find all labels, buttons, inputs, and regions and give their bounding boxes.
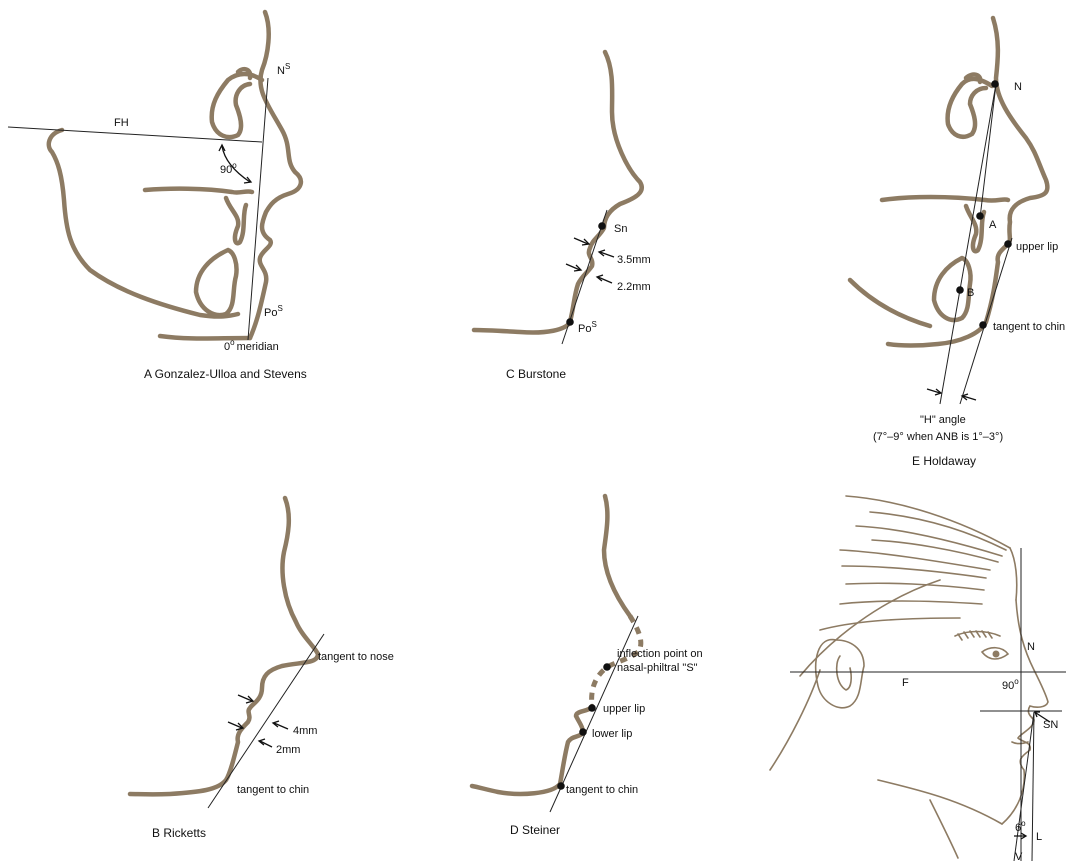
eye-orbit-a <box>212 74 262 137</box>
holdaway-n-a-line <box>980 84 996 218</box>
point-pos-c <box>566 318 574 326</box>
point-upper-lip-e <box>1004 240 1012 248</box>
l-line <box>1032 712 1034 861</box>
label-h-angle-range: (7°–9° when ANB is 1°–3°) <box>873 431 1003 443</box>
hair-strands <box>800 496 1017 676</box>
ear-f <box>816 640 864 708</box>
caption-b: B Ricketts <box>152 826 206 840</box>
label-b-e: B <box>967 287 974 299</box>
ricketts-e-line <box>208 634 324 808</box>
label-a-e: A <box>989 219 997 231</box>
label-lower-lip-d: lower lip <box>592 728 632 740</box>
label-l: L <box>1036 831 1042 843</box>
point-upper-lip-d <box>588 704 596 712</box>
lips-f <box>1012 742 1028 744</box>
profile-dashed-d <box>592 616 641 706</box>
palate-e <box>882 197 1008 201</box>
point-sn-c <box>598 222 606 230</box>
label-90-f: 90o <box>1002 677 1019 692</box>
ramus-e <box>934 258 971 320</box>
profile-outline-a <box>250 12 301 338</box>
neck-f <box>770 670 820 770</box>
skull-a <box>49 130 238 317</box>
point-lower-lip-d <box>579 728 587 736</box>
face-profile-f <box>1002 600 1048 824</box>
profile-outline-d-lower <box>472 706 592 794</box>
eye-orbit-e <box>948 79 992 137</box>
point-tangent-chin-d <box>557 782 565 790</box>
teeth-a <box>226 198 246 243</box>
label-f: F <box>902 677 909 689</box>
label-2mm: 2mm <box>276 744 300 756</box>
label-tangent-chin-b: tangent to chin <box>237 784 309 796</box>
label-tangent-chin-e: tangent to chin <box>993 321 1065 333</box>
label-sn-f: SN <box>1043 719 1058 731</box>
ramus-a <box>196 250 237 315</box>
palate-a <box>145 189 252 193</box>
jaw-a <box>160 336 250 339</box>
label-pos-c: PoS <box>578 320 597 335</box>
arrows-e <box>927 389 976 400</box>
point-n-e <box>991 80 999 88</box>
skull-e <box>850 280 930 326</box>
label-tangent-chin-d: tangent to chin <box>566 784 638 796</box>
label-2-2mm: 2.2mm <box>617 281 651 293</box>
panel-f: N F 90o SN 6o L V <box>770 496 1066 861</box>
label-pos-a: PoS <box>264 304 283 319</box>
panel-e: N A upper lip B tangent to chin "H" angl… <box>850 18 1065 468</box>
label-inflection-line2: nasal-philtral "S" <box>617 662 698 674</box>
point-b-e <box>956 286 964 294</box>
panel-c: Sn 3.5mm 2.2mm PoS C Burstone <box>474 52 651 381</box>
label-3-5mm: 3.5mm <box>617 254 651 266</box>
point-inflection-d <box>603 663 611 671</box>
jaw-line-f <box>878 780 1002 824</box>
point-tangent-chin-e <box>979 321 987 329</box>
label-n-f: N <box>1027 641 1035 653</box>
holdaway-n-b-line <box>940 84 996 404</box>
label-v: V <box>1015 851 1023 861</box>
label-4mm: 4mm <box>293 725 317 737</box>
profile-outline-d-upper <box>604 496 630 616</box>
label-6-degrees: 6o <box>1015 819 1026 834</box>
label-n-e: N <box>1014 81 1022 93</box>
label-upper-lip-e: upper lip <box>1016 241 1058 253</box>
v-line <box>1014 712 1034 861</box>
label-ns: NS <box>277 62 290 77</box>
label-inflection-line1: inflection point on <box>617 648 703 660</box>
panel-a: NS FH 90o PoS 0omeridian A Gonzalez-Ullo… <box>8 12 307 381</box>
label-h-angle: "H" angle <box>920 414 966 426</box>
point-a-e <box>976 212 984 220</box>
label-fh: FH <box>114 117 129 129</box>
neck-front-f <box>930 800 958 858</box>
label-sn-c: Sn <box>614 223 627 235</box>
zero-meridian-line <box>248 78 268 340</box>
label-zero-meridian: 0omeridian <box>224 338 279 353</box>
caption-d: D Steiner <box>510 823 560 837</box>
caption-a: A Gonzalez-Ulloa and Stevens <box>144 367 307 381</box>
panel-d: inflection point on nasal-philtral "S" u… <box>472 496 703 837</box>
caption-e: E Holdaway <box>912 454 976 468</box>
eye-iris-f <box>993 651 1000 658</box>
caption-c: C Burstone <box>506 367 566 381</box>
panel-b: tangent to nose 4mm 2mm tangent to chin … <box>130 498 394 840</box>
label-upper-lip-d: upper lip <box>603 703 645 715</box>
label-90-angle-a: 90o <box>220 161 237 176</box>
ear-inner-f <box>837 656 852 690</box>
label-tangent-nose: tangent to nose <box>318 651 394 663</box>
